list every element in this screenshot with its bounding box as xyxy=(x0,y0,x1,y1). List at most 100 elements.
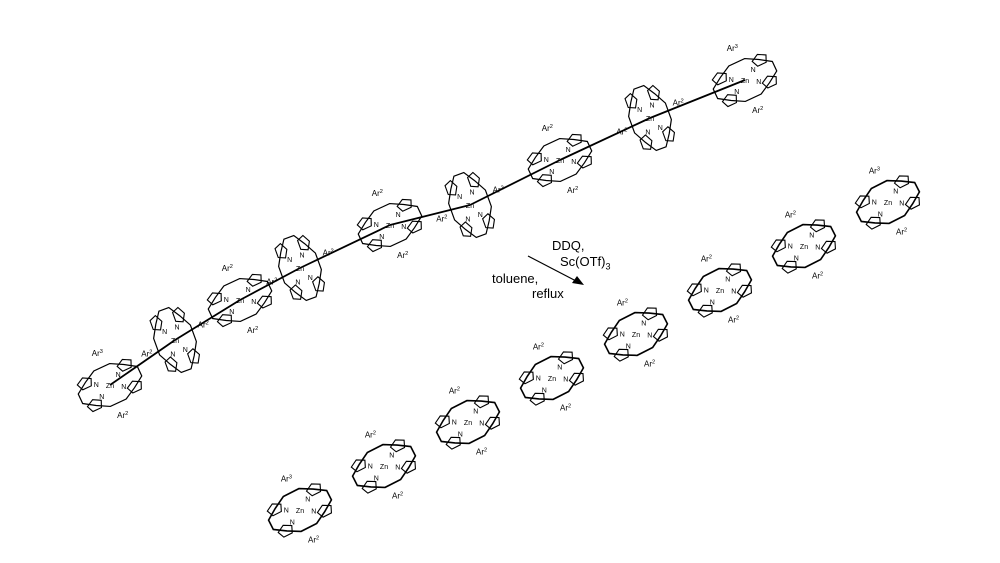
pyrrole-ring xyxy=(400,460,417,474)
nitrogen-label: N xyxy=(396,212,401,219)
macrocycle-ring xyxy=(527,137,593,183)
zinc-label: Zn xyxy=(171,338,179,345)
pyrrole-ring xyxy=(246,273,262,287)
zinc-label: Zn xyxy=(741,78,749,85)
aryl-label: Ar2 xyxy=(533,342,544,351)
pyrrole-ring xyxy=(289,284,303,300)
nitrogen-label: N xyxy=(478,212,483,219)
pyrrole-ring xyxy=(274,242,288,259)
nitrogen-label: N xyxy=(899,200,904,207)
aryl-label: Ar3 xyxy=(869,166,880,175)
nitrogen-label: N xyxy=(284,508,289,515)
pyrrole-ring xyxy=(361,480,377,494)
pyrrole-ring xyxy=(529,392,545,406)
aryl-label: Ar2 xyxy=(247,326,258,335)
nitrogen-label: N xyxy=(756,79,761,86)
aryl-label: Ar2 xyxy=(812,272,823,281)
pyrrole-ring xyxy=(406,220,422,234)
pyrrole-ring xyxy=(459,221,473,237)
aryl-label: Ar2 xyxy=(198,321,209,330)
pyrrole-ring xyxy=(526,152,542,166)
pyrrole-ring xyxy=(641,307,658,321)
macrocycle-ring xyxy=(207,277,273,323)
aryl-label: Ar2 xyxy=(436,214,447,223)
nitrogen-label: N xyxy=(162,329,167,336)
reagent-scandium-triflate-text: Sc(OTf) xyxy=(560,254,606,269)
nitrogen-label: N xyxy=(465,217,470,224)
pyrrole-ring xyxy=(904,196,921,210)
condition-reflux: reflux xyxy=(532,286,564,301)
zinc-label: Zn xyxy=(236,298,244,305)
macrocycle-ring xyxy=(687,267,753,313)
aryl-label: Ar2 xyxy=(365,430,376,439)
pyrrole-ring xyxy=(86,399,103,413)
zinc-label: Zn xyxy=(380,464,388,471)
nitrogen-label: N xyxy=(725,277,730,284)
macrocycle-ring xyxy=(357,202,423,248)
reagent-ddq: DDQ, xyxy=(552,238,585,253)
pyrrole-ring xyxy=(434,415,450,429)
aryl-label: Ar2 xyxy=(752,106,763,115)
macrocycle-ring xyxy=(153,306,197,374)
pyrrole-ring xyxy=(770,239,786,253)
pyrrole-ring xyxy=(277,524,293,538)
nitrogen-label: N xyxy=(374,475,379,482)
zinc-label: Zn xyxy=(884,200,892,207)
pyrrole-ring xyxy=(613,348,629,362)
aryl-label: Ar2 xyxy=(308,536,319,545)
nitrogen-label: N xyxy=(734,89,739,96)
aryl-label: Ar2 xyxy=(542,124,553,133)
meso-meso-bond xyxy=(239,267,301,301)
macrocycle-ring xyxy=(519,355,585,401)
zinc-label: Zn xyxy=(800,244,808,251)
pyrrole-ring xyxy=(661,126,676,142)
aryl-label: Ar2 xyxy=(701,254,712,263)
nitrogen-label: N xyxy=(815,244,820,251)
nitrogen-label: N xyxy=(458,431,463,438)
macrocycle-ring xyxy=(771,223,837,269)
aryl-label: Ar3 xyxy=(281,474,292,483)
pyrrole-ring xyxy=(149,314,163,331)
pyrrole-ring xyxy=(350,459,366,473)
nitrogen-label: N xyxy=(637,107,642,114)
pyrrole-ring xyxy=(686,283,702,297)
pyrrole-ring xyxy=(186,348,201,364)
nitrogen-label: N xyxy=(893,189,898,196)
meso-meso-bond xyxy=(389,204,471,226)
pyrrole-ring xyxy=(736,284,753,298)
nitrogen-label: N xyxy=(809,233,814,240)
pyrrole-ring xyxy=(305,483,322,497)
aryl-label: Ar2 xyxy=(493,186,504,195)
nitrogen-label: N xyxy=(295,280,300,287)
nitrogen-label: N xyxy=(626,343,631,350)
macrocycle-ring xyxy=(603,311,669,357)
pyrrole-ring xyxy=(809,219,826,233)
aryl-label: Ar2 xyxy=(673,99,684,108)
nitrogen-label: N xyxy=(308,275,313,282)
pyrrole-ring xyxy=(751,53,767,67)
nitrogen-label: N xyxy=(121,384,126,391)
aryl-label: Ar2 xyxy=(117,411,128,420)
nitrogen-label: N xyxy=(305,497,310,504)
aryl-label: Ar2 xyxy=(567,186,578,195)
nitrogen-label: N xyxy=(389,453,394,460)
pyrrole-ring xyxy=(865,216,881,230)
nitrogen-label: N xyxy=(645,130,650,137)
nitrogen-label: N xyxy=(290,519,295,526)
zinc-label: Zn xyxy=(296,266,304,273)
aryl-label: Ar2 xyxy=(896,228,907,237)
zinc-label: Zn xyxy=(646,116,654,123)
zinc-label: Zn xyxy=(106,383,114,390)
zinc-label: Zn xyxy=(296,508,304,515)
nitrogen-label: N xyxy=(311,508,316,515)
nitrogen-label: N xyxy=(641,321,646,328)
pyrrole-ring xyxy=(893,175,910,189)
nitrogen-label: N xyxy=(287,257,292,264)
nitrogen-label: N xyxy=(229,309,234,316)
pyrrole-ring xyxy=(725,263,742,277)
macrocycle-ring xyxy=(77,362,143,408)
nitrogen-label: N xyxy=(542,387,547,394)
